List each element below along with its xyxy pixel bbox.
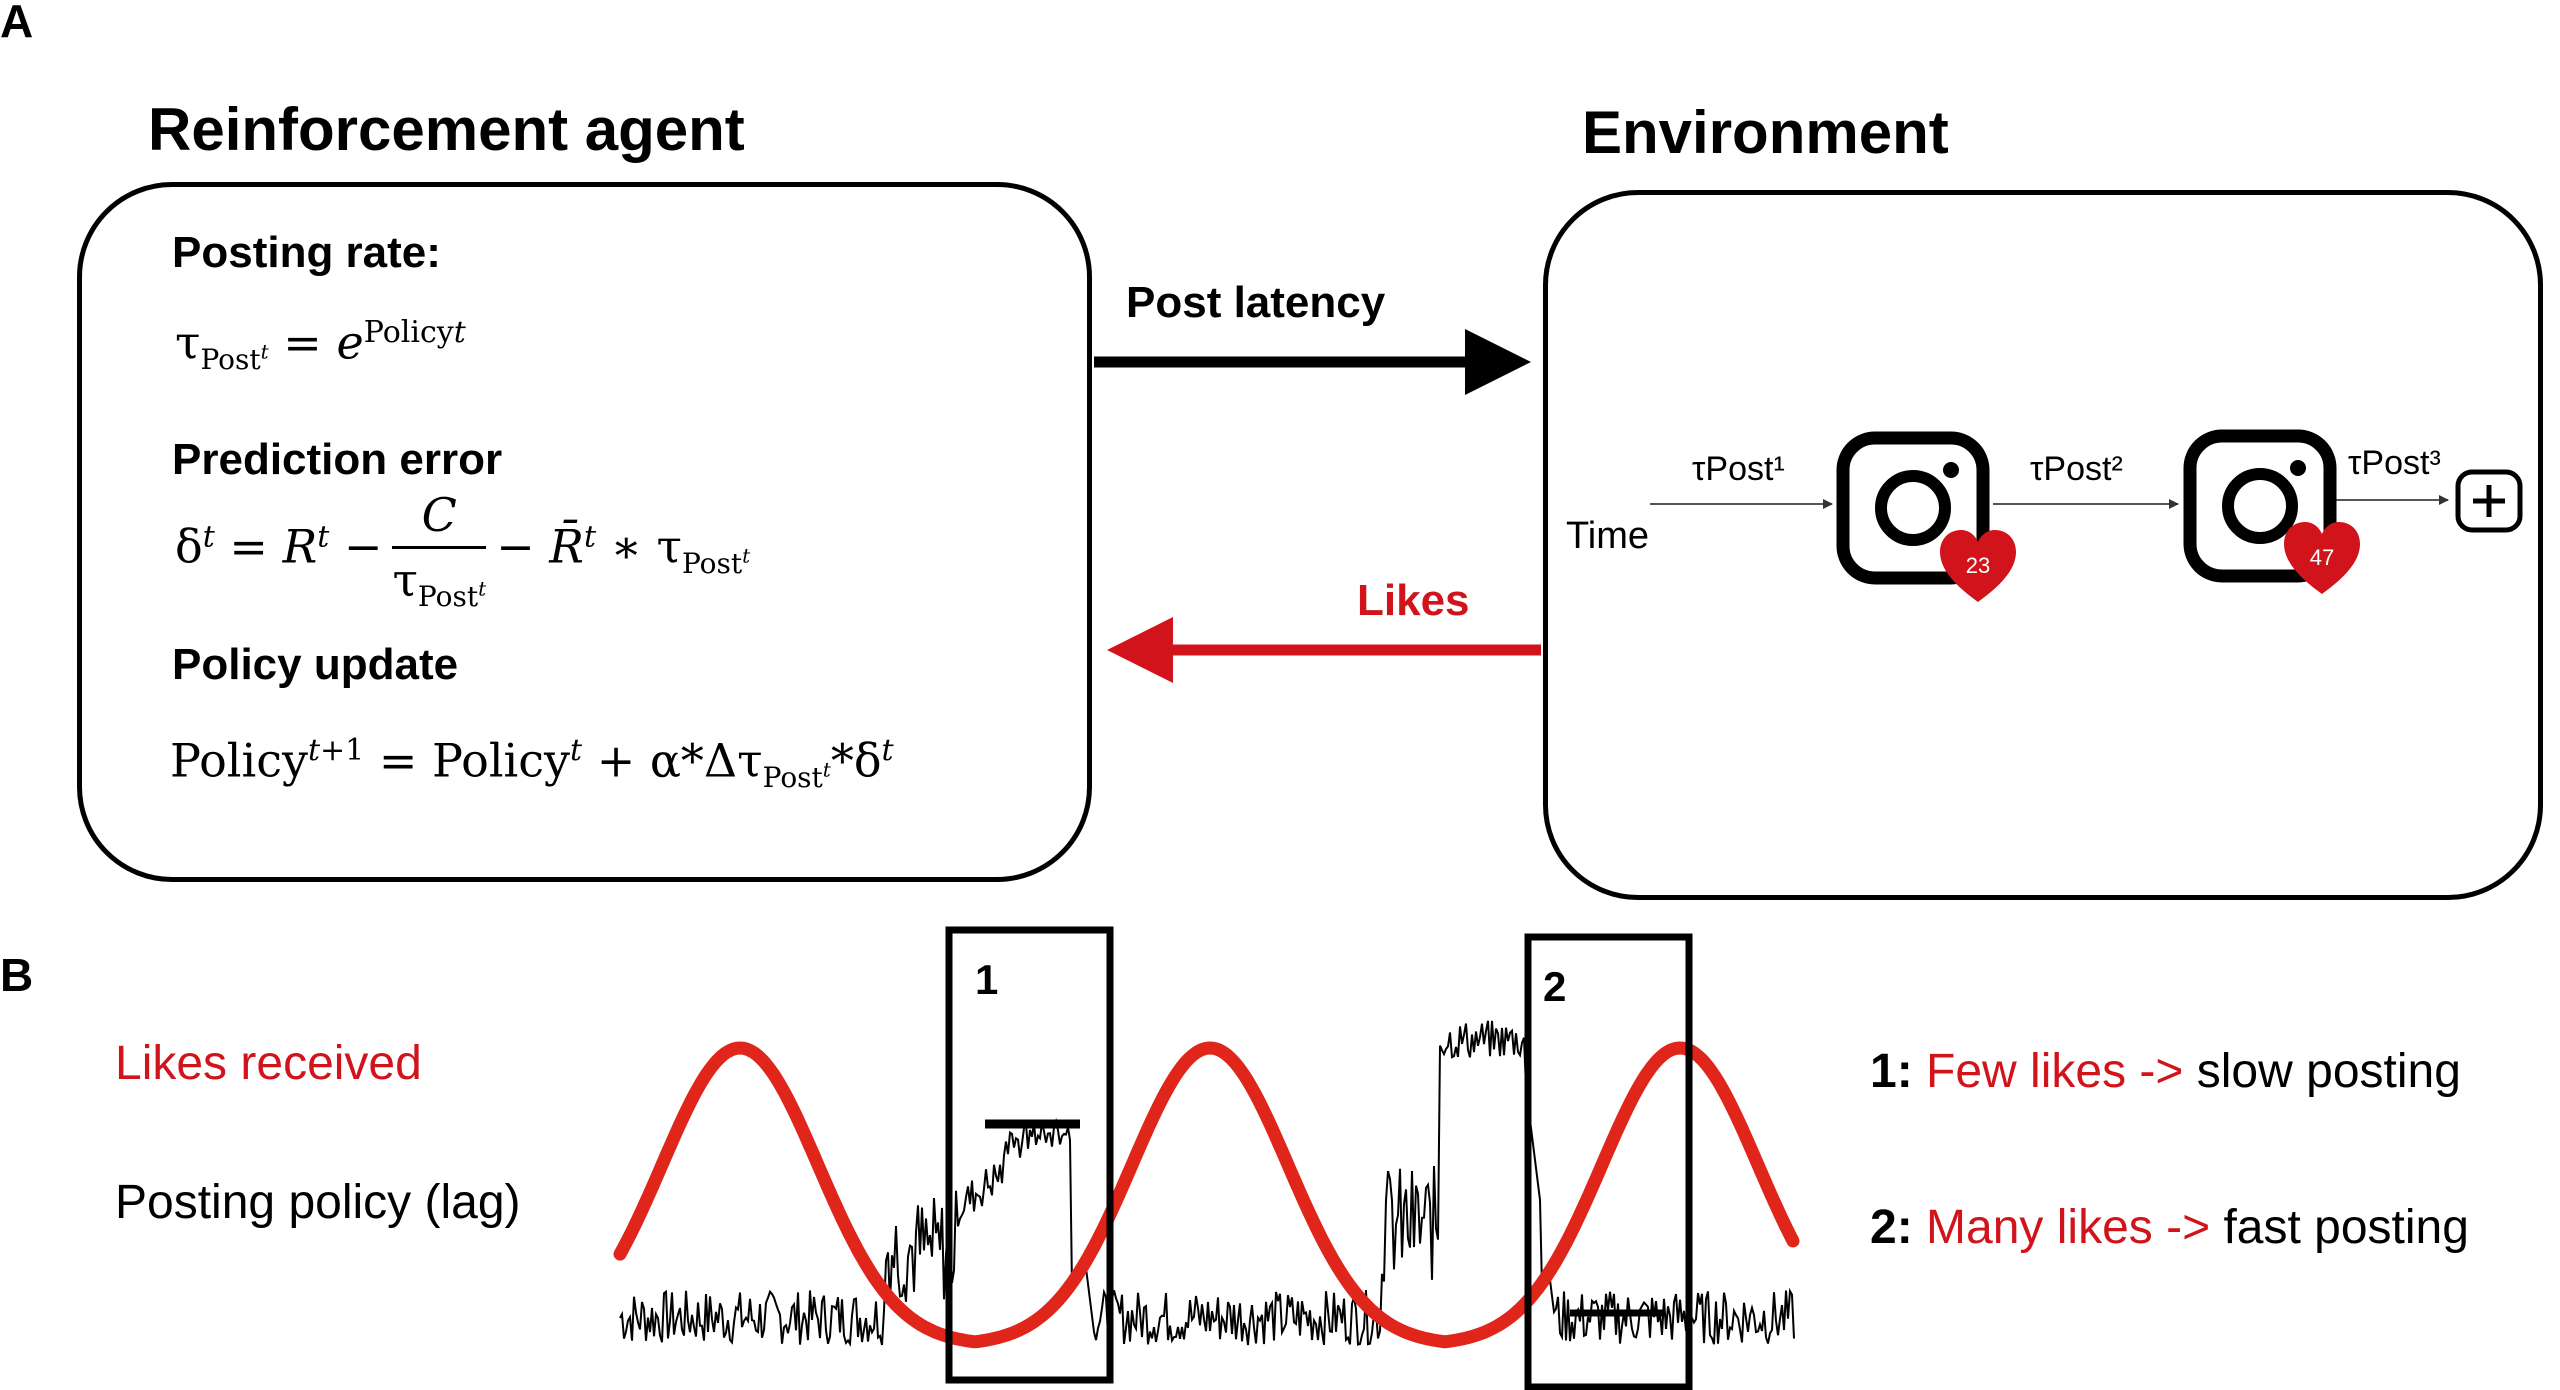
tau-post-1-label: τPost¹ — [1692, 450, 1785, 488]
likes-curve-line — [613, 1041, 1800, 1349]
camera-icon — [1836, 431, 1990, 585]
agent-title: Reinforcement agent — [148, 96, 745, 163]
heart-icon — [1940, 530, 2016, 602]
like-count-2: 47 — [2309, 545, 2335, 570]
note-2-black: fast posting — [2210, 1201, 2469, 1254]
posting-rate-label: Posting rate: — [172, 228, 441, 277]
note-1-red: Few likes -> — [1926, 1045, 2184, 1098]
note-1: 1: Few likes -> slow posting — [1870, 1044, 2461, 1099]
tau-post-3-label: τPost³ — [2348, 444, 2441, 482]
highlight-box-2-label: 2 — [1543, 963, 1567, 1010]
panel-letter-b: B — [0, 949, 34, 1001]
note-1-number: 1: — [1870, 1045, 1913, 1098]
highlight-box-1-label: 1 — [975, 956, 999, 1003]
highlight-box-2 — [1524, 933, 1693, 1390]
note-2-red: Many likes -> — [1926, 1201, 2211, 1254]
environment-title: Environment — [1582, 99, 1949, 166]
posting-rate-equation: τPostt = ePolicyt — [175, 315, 466, 376]
legend-likes-received: Likes received — [115, 1037, 422, 1090]
likes-received-trace — [613, 1041, 1800, 1349]
highlight-box-1 — [945, 926, 1114, 1384]
note-1-black: slow posting — [2183, 1045, 2461, 1098]
agent-box — [77, 182, 1092, 882]
policy-update-label: Policy update — [172, 640, 459, 689]
legend-posting-policy: Posting policy (lag) — [115, 1176, 521, 1229]
environment-box — [1543, 190, 2543, 900]
panel-letter-a: A — [0, 0, 34, 47]
like-count-1: 23 — [1965, 553, 1991, 578]
post-latency-label: Post latency — [1126, 278, 1386, 327]
note-2-number: 2: — [1870, 1201, 1913, 1254]
policy-update-equation: Policyt+1 = Policyt + α*ΔτPostt*δt — [170, 733, 894, 794]
prediction-error-label: Prediction error — [172, 435, 503, 484]
add-post-icon — [2455, 469, 2523, 533]
camera-icon — [2183, 429, 2337, 583]
timeline-time-label: Time — [1566, 515, 1650, 557]
heart-icon — [2284, 522, 2360, 594]
posting-policy-trace — [619, 1020, 1795, 1348]
tau-post-2-label: τPost² — [2030, 450, 2123, 488]
note-2: 2: Many likes -> fast posting — [1870, 1200, 2469, 1255]
likes-label: Likes — [1357, 576, 1470, 625]
policy-trace-line — [619, 1020, 1795, 1348]
